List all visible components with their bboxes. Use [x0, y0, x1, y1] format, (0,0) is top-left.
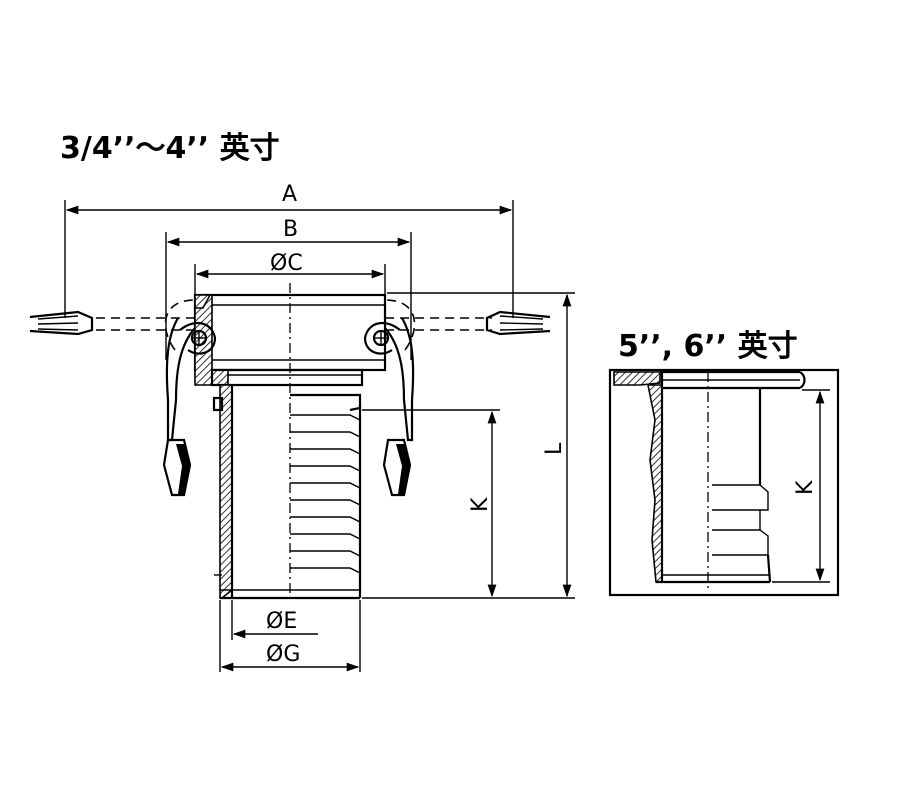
- main-view: A B ØC: [29, 182, 575, 672]
- dimension-k-side: K: [772, 389, 830, 583]
- dimension-g: ØG: [220, 642, 360, 672]
- dimension-k-side-label: K: [793, 480, 818, 495]
- right-arm-tip: [485, 310, 551, 336]
- side-title: 5’’, 6’’ 英寸: [618, 329, 798, 364]
- side-view: K: [608, 368, 840, 597]
- dimension-e: ØE: [219, 600, 361, 672]
- hose-shank: [212, 384, 362, 600]
- dimension-a-label: A: [282, 182, 297, 207]
- dimension-c: ØC: [194, 251, 386, 300]
- dimension-b-label: B: [283, 217, 298, 242]
- dimension-l: L: [387, 292, 575, 598]
- dimension-e-label: ØE: [266, 609, 297, 634]
- side-view-frame: [608, 368, 840, 597]
- right-cam-lever: [363, 317, 415, 497]
- dimension-k-main: K: [362, 409, 575, 599]
- dimension-l-label: L: [542, 442, 567, 455]
- left-arm-tip: [29, 310, 94, 336]
- cam-arms-open: [29, 299, 551, 351]
- main-title: 3/4’’～4’’ 英寸: [60, 131, 280, 166]
- dimension-k-main-label: K: [468, 497, 493, 512]
- left-cam-lever: [162, 317, 217, 497]
- dimension-a: A: [64, 182, 514, 318]
- dimension-g-label: ØG: [266, 642, 300, 667]
- dimension-b: B: [165, 217, 412, 360]
- dimension-c-label: ØC: [270, 251, 303, 276]
